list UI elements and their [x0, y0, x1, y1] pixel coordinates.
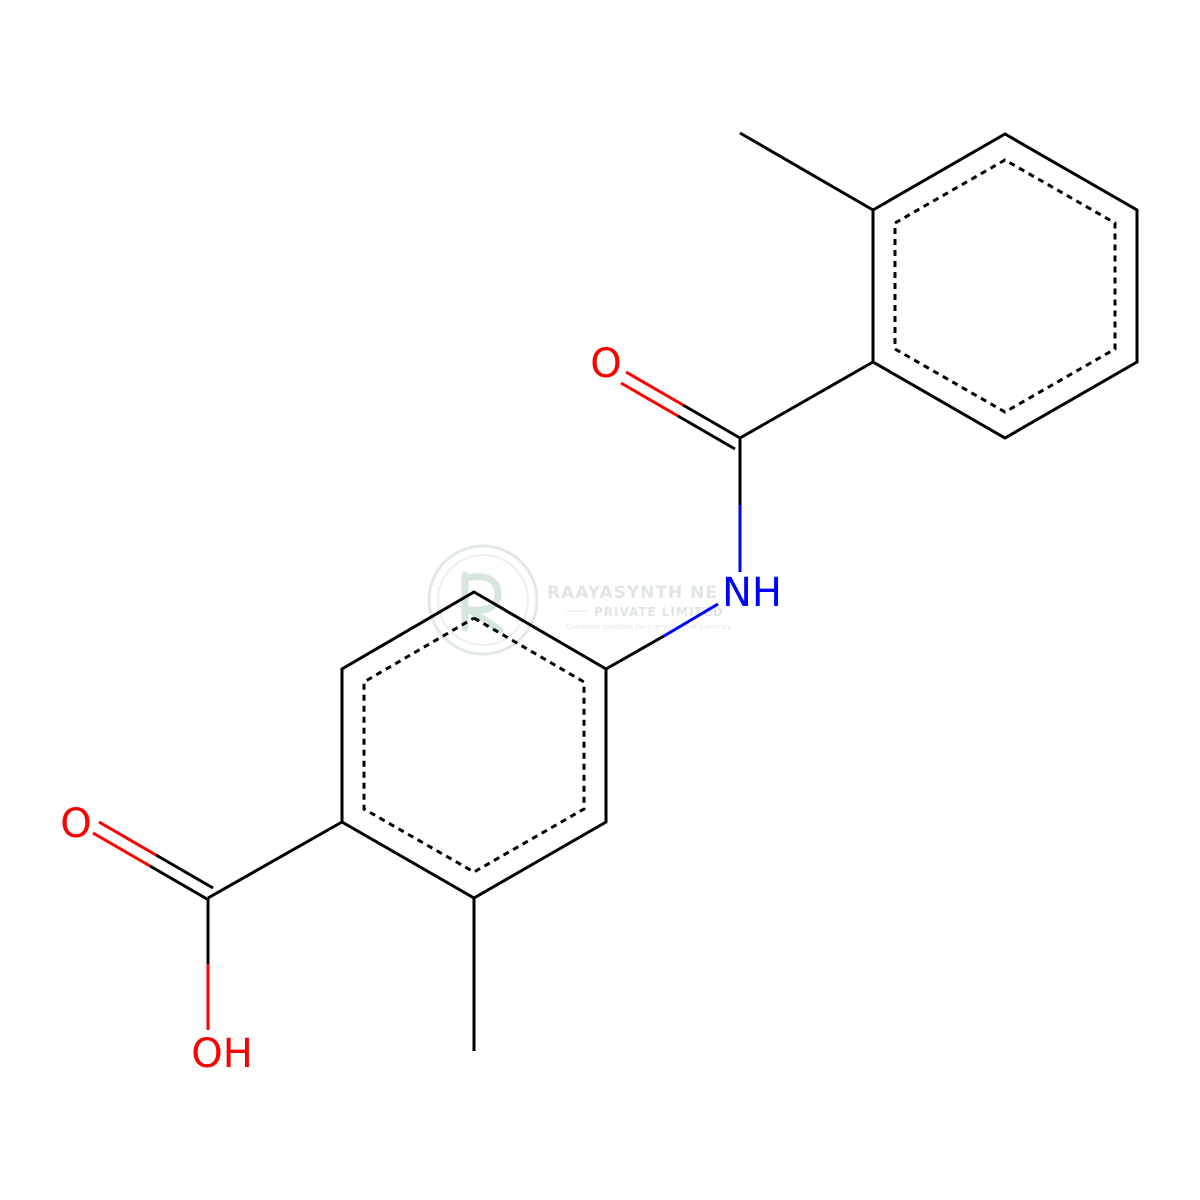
watermark-title: RAAYASYNTH NE [547, 583, 718, 603]
carboxyl-ring-bond [207, 820, 343, 900]
upper-ring-outline [871, 132, 1139, 440]
upper-methyl-bond [739, 131, 874, 212]
acid-hydroxyl-label: OH [191, 1031, 253, 1077]
upper-ring-aromatic-dashes [893, 158, 1117, 414]
acid-carbonyl-double-bond [92, 820, 214, 901]
nitrogen-ring-bond [605, 602, 719, 671]
acid-oxygen-label: O [60, 801, 91, 847]
amide-nitrogen-label: NH [722, 570, 782, 616]
amide-oxygen-label: O [590, 341, 621, 387]
upper-benzene-ring [871, 132, 1139, 440]
lower-benzene-ring [340, 590, 608, 900]
watermark-tagline: Complete solutions for every chemist's j… [566, 623, 731, 631]
carbonyl-ring-bond [739, 360, 874, 440]
lower-ring-aromatic-dashes [362, 616, 586, 874]
watermark-subtitle: PRIVATE LIMITED [594, 605, 724, 619]
amide-carbonyl-double-bond [620, 370, 741, 451]
lower-ring-outline [340, 590, 608, 900]
watermark: RAAYASYNTH NE PRIVATE LIMITED Complete s… [427, 544, 731, 656]
watermark-logo-icon [427, 544, 539, 656]
